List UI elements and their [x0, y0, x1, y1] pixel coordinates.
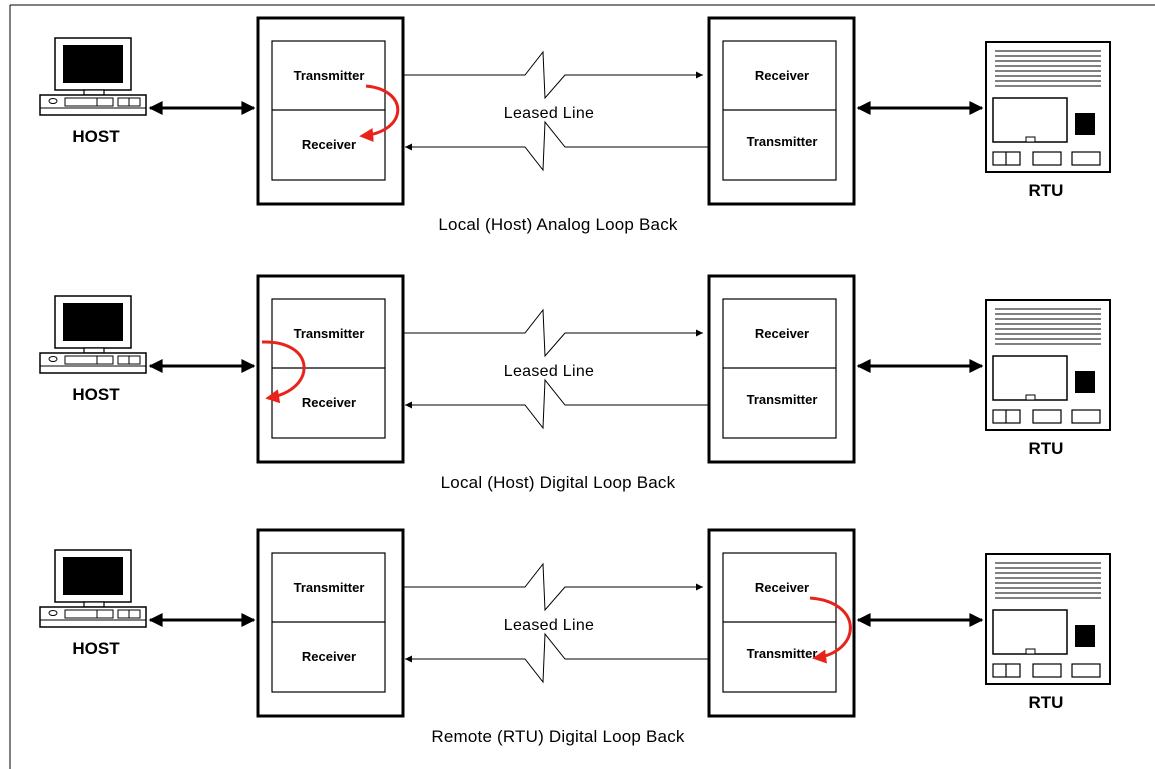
computer-icon	[39, 549, 147, 628]
leased-line-label: Leased Line	[504, 105, 595, 122]
leased-line-label: Leased Line	[504, 363, 595, 380]
panel-caption: Remote (RTU) Digital Loop Back	[431, 727, 685, 746]
rtu-device-icon	[985, 299, 1111, 431]
host-label: HOST	[72, 639, 120, 658]
rtu-label: RTU	[1029, 181, 1064, 200]
panel-caption: Local (Host) Digital Loop Back	[441, 473, 676, 492]
loopback-panel: HOSTTransmitterReceiverReceiverTransmitt…	[39, 528, 1111, 746]
leased-line-return	[405, 120, 709, 172]
leased-line-return	[405, 378, 709, 430]
local-receiver-label: Receiver	[302, 395, 356, 410]
loopback-arrow	[359, 84, 400, 142]
leased-line-forward	[403, 562, 703, 612]
computer-icon	[39, 37, 147, 116]
remote-transmitter-label: Transmitter	[747, 392, 818, 407]
loopback-arrow	[809, 596, 852, 664]
rtu-label: RTU	[1029, 693, 1064, 712]
remote-receiver-label: Receiver	[755, 326, 809, 341]
loopback-panel: HOSTTransmitterReceiverReceiverTransmitt…	[39, 274, 1111, 492]
computer-icon	[39, 295, 147, 374]
leased-line-label: Leased Line	[504, 617, 595, 634]
local-receiver-label: Receiver	[302, 649, 356, 664]
loopback-arrow	[261, 340, 306, 404]
leased-line-forward	[403, 308, 703, 358]
leased-line-return	[405, 632, 709, 684]
local-transmitter-label: Transmitter	[294, 326, 365, 341]
loopback-panel: HOSTTransmitterReceiverReceiverTransmitt…	[39, 16, 1111, 234]
rtu-device-icon	[985, 553, 1111, 685]
panel-caption: Local (Host) Analog Loop Back	[438, 215, 678, 234]
leased-line-forward	[403, 50, 703, 100]
remote-transmitter-label: Transmitter	[747, 646, 818, 661]
remote-receiver-label: Receiver	[755, 68, 809, 83]
host-label: HOST	[72, 127, 120, 146]
rtu-device-icon	[985, 41, 1111, 173]
remote-receiver-label: Receiver	[755, 580, 809, 595]
local-transmitter-label: Transmitter	[294, 68, 365, 83]
local-transmitter-label: Transmitter	[294, 580, 365, 595]
host-label: HOST	[72, 385, 120, 404]
remote-transmitter-label: Transmitter	[747, 134, 818, 149]
rtu-label: RTU	[1029, 439, 1064, 458]
local-receiver-label: Receiver	[302, 137, 356, 152]
